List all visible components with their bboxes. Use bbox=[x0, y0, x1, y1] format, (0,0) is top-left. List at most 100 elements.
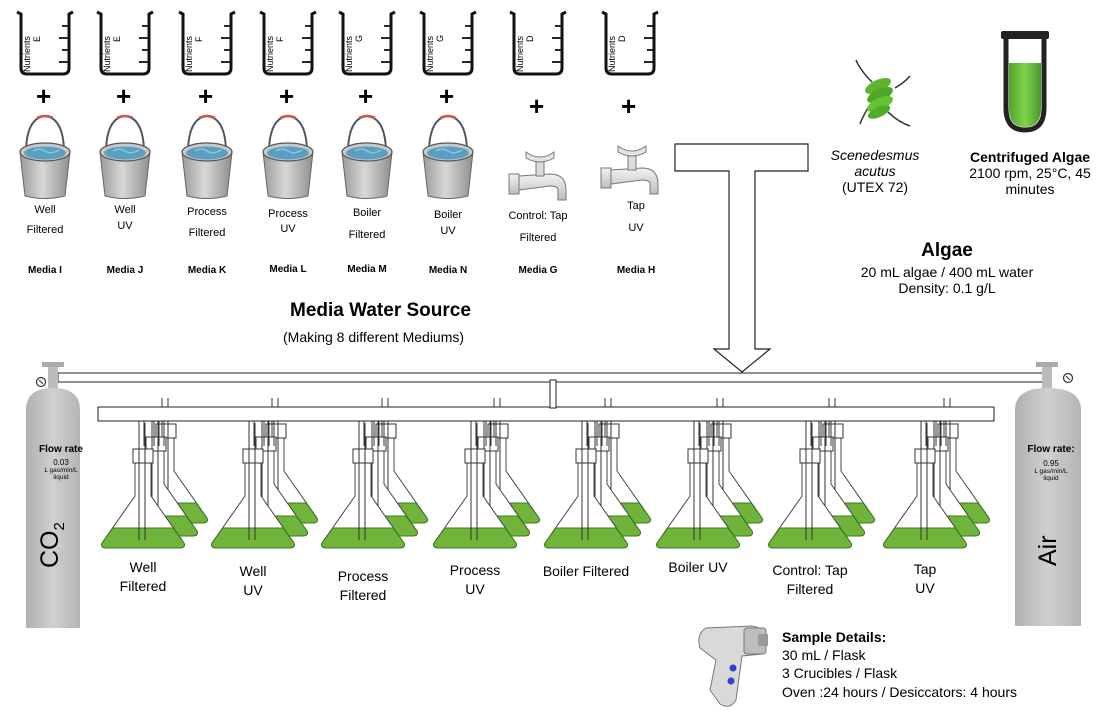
beaker-label-text: Nutrients bbox=[102, 35, 112, 72]
beaker-label-sub: D bbox=[616, 35, 627, 43]
manifold-connector bbox=[549, 379, 557, 409]
beaker-label-text: Nutrients bbox=[607, 35, 617, 72]
flask-group-icon bbox=[883, 398, 990, 549]
source-line2: Filtered bbox=[348, 229, 386, 241]
source-line1: Well bbox=[34, 204, 56, 216]
flask-label-line2: UV bbox=[465, 580, 485, 597]
beaker-label-sub: E bbox=[111, 35, 122, 42]
flask-label-line1: Well bbox=[129, 559, 157, 575]
source-line2: UV bbox=[628, 222, 644, 234]
media-label: Media J bbox=[106, 265, 144, 276]
flask-group-icon bbox=[544, 398, 651, 549]
algae-info: Algae 20 mL algae / 400 mL water Density… bbox=[860, 240, 1034, 296]
centrifuge-info: Centrifuged Algae 2100 rpm, 25°C, 45 min… bbox=[969, 149, 1091, 198]
flask-label-line2: UV bbox=[915, 579, 935, 596]
nutrient-beaker-icon bbox=[419, 10, 477, 76]
flask-label-line2: Filtered bbox=[786, 580, 834, 597]
beaker-label-text: Nutrients bbox=[425, 35, 435, 72]
flask-label-line1: Boiler Filtered bbox=[542, 563, 630, 579]
flask-group-icon bbox=[211, 398, 318, 549]
source-line1: Control: Tap bbox=[508, 210, 568, 222]
air-flow-rate: Flow rate: 0.95 L gas/min/L liquid bbox=[1027, 444, 1075, 483]
media-section-title: Media Water Source bbox=[290, 300, 471, 321]
co2-tank-icon bbox=[26, 362, 80, 628]
water-bucket-icon bbox=[422, 114, 474, 199]
source-line2: Filtered bbox=[26, 224, 64, 236]
flask-group-icon bbox=[321, 398, 428, 549]
nutrient-beaker-icon bbox=[601, 10, 659, 76]
source-line1: Boiler bbox=[352, 207, 382, 219]
media-label: Media G bbox=[518, 265, 558, 276]
beaker-label-sub: F bbox=[274, 36, 285, 43]
flask-label-line1: Control: Tap bbox=[772, 562, 848, 578]
beaker-label-text: Nutrients bbox=[344, 35, 354, 72]
nutrient-beaker-icon bbox=[96, 10, 154, 76]
beaker-label-sub: F bbox=[193, 36, 204, 43]
flask-label-line1: Process bbox=[337, 568, 389, 584]
media-label: Media I bbox=[28, 265, 62, 276]
media-label: Media H bbox=[616, 265, 656, 276]
sample-details: Sample Details: 30 mL / Flask 3 Crucible… bbox=[782, 629, 1017, 700]
test-tube-icon bbox=[1001, 31, 1049, 133]
plus-sign: + bbox=[36, 81, 52, 111]
beaker-label-sub: G bbox=[434, 34, 445, 42]
water-bucket-icon bbox=[181, 114, 233, 199]
source-line1: Process bbox=[187, 206, 227, 218]
air-tank-icon bbox=[1015, 362, 1081, 626]
co2-flow-rate: Flow rate 0.03 L gas/min/L liquid bbox=[39, 444, 83, 482]
source-line1: Tap bbox=[627, 200, 645, 212]
co2-label: CO2 bbox=[36, 522, 68, 568]
plus-sign: + bbox=[279, 81, 295, 111]
flask-label-line2: Filtered bbox=[119, 577, 167, 594]
nutrient-beaker-icon bbox=[338, 10, 396, 76]
nutrient-beaker-icon bbox=[259, 10, 317, 76]
nutrient-beaker-icon bbox=[16, 10, 74, 76]
nutrient-beaker-icon bbox=[509, 10, 567, 76]
media-label: Media N bbox=[428, 265, 468, 276]
water-bucket-icon bbox=[262, 114, 314, 199]
algae-species-name: Scenedesmus acutus (UTEX 72) bbox=[830, 147, 920, 196]
pipette-icon bbox=[698, 625, 768, 707]
beaker-label-sub: G bbox=[353, 34, 364, 42]
flask-label: Boiler Filtered bbox=[511, 562, 661, 581]
flask-label: Boiler UV bbox=[623, 558, 773, 577]
water-bucket-icon bbox=[341, 114, 393, 199]
plus-sign: + bbox=[116, 81, 132, 111]
air-label: Air bbox=[1034, 535, 1062, 566]
water-tap-icon bbox=[508, 151, 567, 201]
flask-group-icon bbox=[433, 398, 540, 549]
down-arrow-icon bbox=[674, 143, 809, 373]
source-line1: Well bbox=[114, 204, 136, 216]
flask-label-line1: Tap bbox=[913, 561, 937, 577]
source-line1: Boiler bbox=[433, 209, 463, 221]
plus-sign: + bbox=[358, 81, 374, 111]
flask-label-line2: Filtered bbox=[339, 586, 387, 603]
media-label: Media K bbox=[187, 265, 227, 276]
source-line2: UV bbox=[440, 225, 456, 237]
source-line2: UV bbox=[280, 223, 296, 235]
beaker-label-text: Nutrients bbox=[184, 35, 194, 72]
source-line1: Process bbox=[268, 208, 308, 220]
beaker-label-text: Nutrients bbox=[265, 35, 275, 72]
water-bucket-icon bbox=[99, 114, 151, 199]
beaker-label-text: Nutrients bbox=[22, 35, 32, 72]
source-line2: Filtered bbox=[188, 227, 226, 239]
media-label: Media L bbox=[269, 264, 307, 275]
flask-label-line2: UV bbox=[243, 581, 263, 598]
water-tap-icon bbox=[600, 145, 659, 195]
beaker-label-text: Nutrients bbox=[515, 35, 525, 72]
flask-group-icon bbox=[656, 398, 763, 549]
nutrient-beaker-icon bbox=[178, 10, 236, 76]
